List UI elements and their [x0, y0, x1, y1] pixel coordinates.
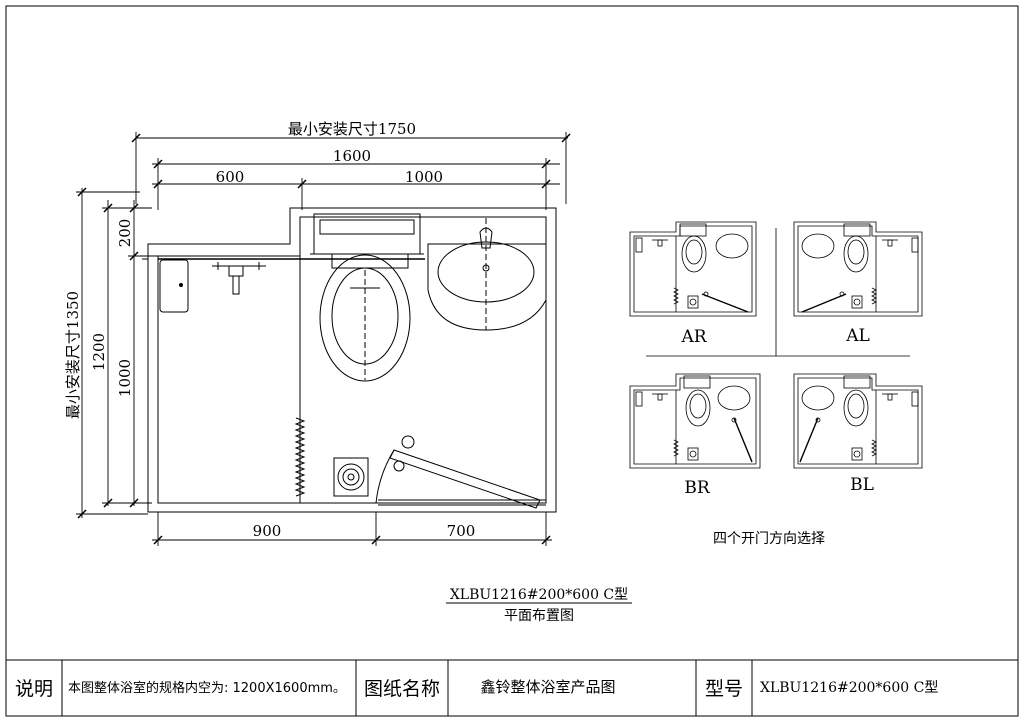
option-label-br: BR — [684, 478, 710, 498]
outer-wall — [147, 207, 557, 513]
cabinet — [159, 259, 189, 313]
dim-bottom-right: 700 — [447, 522, 476, 540]
drawing-name: 鑫铃整体浴室产品图 — [480, 678, 615, 696]
washbasin — [427, 218, 547, 331]
plan-subtitle: 平面布置图 — [504, 608, 574, 624]
toilet-tank-lid — [319, 219, 415, 235]
dim-top-offset: 200 — [116, 219, 134, 248]
dim-bottom-left: 900 — [253, 522, 282, 540]
model-label: 型号 — [705, 678, 743, 700]
note-label: 说明 — [15, 678, 53, 700]
folding-curtain — [294, 417, 306, 497]
model-code: XLBU1216#200*600 C型 — [450, 587, 628, 603]
model-value: XLBU1216#200*600 C型 — [760, 680, 938, 696]
dim-inner-height: 1200 — [90, 333, 108, 371]
dimensions — [76, 132, 571, 546]
option-br-plan — [629, 373, 761, 469]
toilet-bowl — [319, 254, 411, 382]
sheet-border — [5, 5, 1019, 717]
note-text: 本图整体浴室的规格内空为: 1200X1600mm。 — [68, 680, 346, 696]
drain-frame — [333, 457, 369, 497]
option-label-al: AL — [845, 326, 870, 346]
door-options — [629, 221, 923, 469]
dim-total-height: 最小安装尺寸1350 — [64, 291, 82, 419]
title-block — [6, 659, 1018, 716]
dim-lower-height: 1000 — [116, 359, 134, 397]
option-label-bl: BL — [850, 475, 874, 495]
toilet — [310, 213, 424, 382]
dim-left: 600 — [216, 168, 245, 186]
door-swing-arc — [375, 449, 395, 504]
option-bl-plan — [793, 373, 923, 469]
door-hinge — [401, 435, 415, 449]
floor-plan — [142, 207, 557, 513]
dim-right: 1000 — [405, 168, 443, 186]
door-panel — [389, 449, 541, 509]
options-caption: 四个开门方向选择 — [713, 531, 825, 547]
option-ar-plan — [629, 221, 757, 317]
shower-faucet — [212, 262, 266, 295]
dim-inner-width: 1600 — [333, 147, 371, 165]
cabinet-knob — [179, 283, 183, 287]
shower-door — [375, 435, 546, 509]
drawing-name-label: 图纸名称 — [364, 678, 440, 700]
option-al-plan — [793, 221, 923, 317]
option-label-ar: AR — [680, 327, 707, 347]
dim-total-width: 最小安装尺寸1750 — [288, 120, 416, 138]
floor-drain — [333, 457, 369, 497]
basin-tap — [479, 227, 493, 249]
